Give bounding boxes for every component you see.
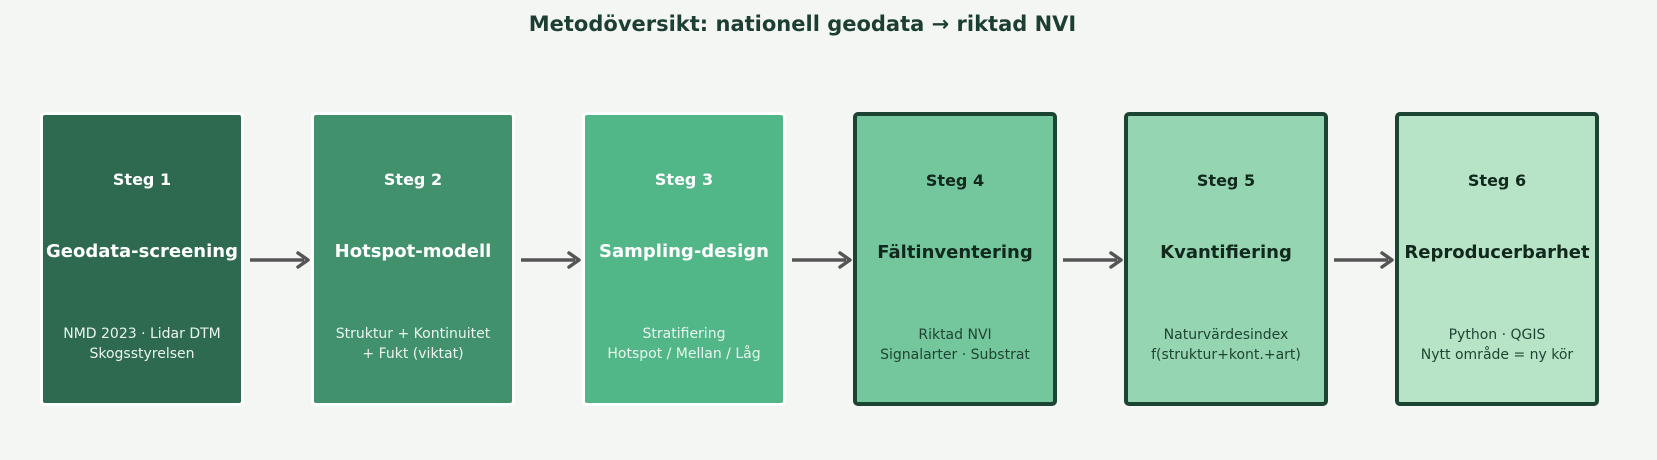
flow-arrow bbox=[521, 251, 581, 269]
step-name: Kvantifiering bbox=[1160, 242, 1292, 263]
step-number: Steg 5 bbox=[1196, 171, 1256, 190]
step-name: Geodata-screening bbox=[46, 241, 238, 262]
step-name: Reproducerbarhet bbox=[1404, 242, 1590, 263]
step-description: Python · QGIS Nytt område = ny kör bbox=[1420, 327, 1574, 363]
step-box-6: Steg 6 Reproducerbarhet Python · QGIS Ny… bbox=[1395, 112, 1599, 406]
step-description: NMD 2023 · Lidar DTM Skogsstyrelsen bbox=[63, 326, 221, 362]
step-box-2: Steg 2 Hotspot-modell Struktur + Kontinu… bbox=[311, 112, 515, 406]
step-box-1: Steg 1 Geodata-screening NMD 2023 · Lida… bbox=[40, 112, 244, 406]
step-description: Naturvärdesindex f(struktur+kont.+art) bbox=[1151, 327, 1301, 363]
step-description: Riktad NVI Signalarter · Substrat bbox=[880, 327, 1030, 363]
step-name: Sampling-design bbox=[599, 241, 769, 262]
step-name: Fältinventering bbox=[877, 242, 1033, 263]
step-name: Hotspot-modell bbox=[334, 241, 492, 262]
flow-arrow bbox=[1063, 251, 1123, 269]
step-box-4: Steg 4 Fältinventering Riktad NVI Signal… bbox=[853, 112, 1057, 406]
flow-arrow bbox=[792, 251, 852, 269]
step-box-3: Steg 3 Sampling-design Stratifiering Hot… bbox=[582, 112, 786, 406]
step-number: Steg 6 bbox=[1467, 171, 1527, 190]
flow-arrow bbox=[1334, 251, 1394, 269]
step-box-5: Steg 5 Kvantifiering Naturvärdesindex f(… bbox=[1124, 112, 1328, 406]
step-description: Struktur + Kontinuitet + Fukt (viktat) bbox=[335, 326, 491, 362]
step-description: Stratifiering Hotspot / Mellan / Låg bbox=[607, 326, 761, 362]
diagram-title: Metodöversikt: nationell geodata → rikta… bbox=[528, 12, 1077, 36]
step-number: Steg 1 bbox=[112, 170, 172, 189]
step-number: Steg 2 bbox=[383, 170, 443, 189]
step-number: Steg 3 bbox=[654, 170, 714, 189]
step-number: Steg 4 bbox=[925, 171, 985, 190]
flow-arrow bbox=[250, 251, 310, 269]
